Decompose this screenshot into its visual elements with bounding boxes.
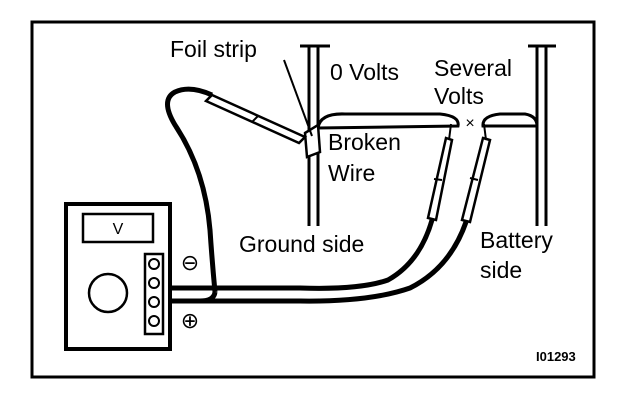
- zero-volts-label: 0 Volts: [330, 59, 399, 85]
- positive-terminal-symbol: ⊕: [181, 308, 199, 333]
- meter-terminal-3: [148, 296, 160, 308]
- lead-wire-foil: [172, 291, 218, 304]
- broken-wire-label-line1: Broken: [328, 129, 401, 155]
- meter-terminal-4: [148, 315, 160, 327]
- lead-wire-negative: [172, 219, 435, 291]
- meter-terminal-2: [148, 277, 160, 289]
- foil-strip-label: Foil strip: [170, 36, 257, 62]
- meter-dial: [87, 272, 129, 314]
- foil-strip-leader: [283, 59, 313, 137]
- foil-strip: [303, 122, 322, 159]
- ground-side-label: Ground side: [239, 231, 364, 257]
- figure-frame: [30, 20, 596, 379]
- broken-wire-label-line2: Wire: [328, 160, 375, 186]
- figure-id-label: I01293: [536, 349, 576, 364]
- battery-side-connector: [528, 44, 556, 226]
- voltmeter: V ⊖ ⊕: [64, 202, 199, 351]
- meter-terminal-1: [148, 258, 160, 270]
- break-mark: ×: [465, 115, 474, 132]
- wire-probe-right: [460, 123, 492, 224]
- several-volts-label-line2: Volts: [434, 83, 484, 109]
- broken-wire-right-segment: [481, 112, 539, 128]
- meter-unit-label: V: [113, 221, 124, 238]
- battery-side-label-line1: Battery: [480, 227, 553, 253]
- meter-display: [81, 212, 155, 244]
- negative-terminal-symbol: ⊖: [181, 250, 199, 275]
- lead-wire-positive: [172, 221, 469, 304]
- wire-probe-left: [426, 123, 454, 222]
- meter-terminal-strip: [143, 252, 165, 336]
- battery-side-label-line2: side: [480, 257, 522, 283]
- broken-wire-left-segment: [316, 112, 460, 130]
- foil-probe: [165, 86, 308, 293]
- several-volts-label-line1: Several: [434, 55, 512, 81]
